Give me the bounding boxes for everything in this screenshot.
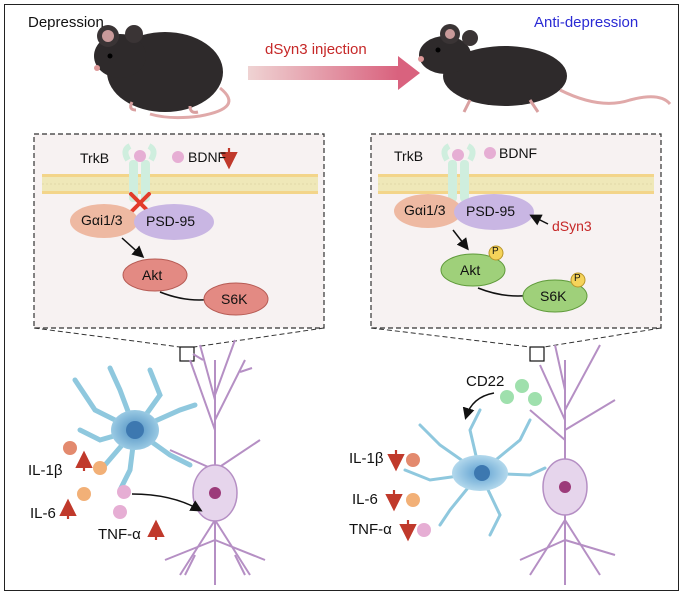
akt-label-right: Akt [460, 262, 481, 278]
psd95-protein-left [134, 204, 214, 240]
psd95-label-left: PSD-95 [146, 213, 196, 229]
tnf-dot-left-2 [113, 505, 127, 519]
il6-label-left: IL-6 [30, 505, 56, 522]
injection-label: dSyn3 injection [265, 41, 367, 58]
gai-label-left: Gαi1/3 [81, 212, 123, 228]
dsyn3-label: dSyn3 [552, 218, 592, 234]
gai-protein-right [394, 194, 462, 228]
depressed-mouse-illustration [94, 25, 231, 120]
bdnf-free-left [172, 151, 184, 163]
bdnf-bound-left [134, 150, 146, 162]
bdnf-label-right: BDNF [499, 145, 538, 161]
neuron-nucleus-right [559, 481, 571, 493]
tnf-dot-right [417, 523, 431, 537]
bdnf-label-left: BDNF [188, 149, 227, 165]
psd95-label-right: PSD-95 [466, 203, 516, 219]
neuron-right [519, 344, 616, 585]
zoom-box-left [179, 346, 195, 362]
active-mouse-illustration [418, 24, 672, 113]
gai-label-right: Gαi1/3 [404, 202, 446, 218]
gai-protein-left [70, 204, 138, 238]
tnf-label-right: TNF-α [349, 521, 392, 538]
cd22-arrow [462, 392, 495, 420]
cd22-dot-2 [515, 379, 529, 393]
anti-depression-label: Anti-depression [534, 14, 639, 31]
akt-label-left: Akt [142, 267, 163, 283]
akt-active [440, 253, 506, 287]
right-signaling-panel [370, 133, 662, 329]
bdnf-free-right [484, 147, 496, 159]
il6-dot-right [406, 493, 420, 507]
phospho-s6k [570, 272, 586, 288]
phospho-label-akt: P [492, 246, 499, 257]
change-arrows [59, 148, 417, 542]
s6k-label-right: S6K [540, 288, 567, 304]
phospho-label-s6k: P [574, 273, 581, 284]
il1b-label-left: IL-1β [28, 462, 63, 479]
s6k-inactive [203, 282, 269, 316]
depression-label: Depression [28, 14, 104, 31]
injection-arrow [248, 56, 420, 90]
bdnf-bound-right [452, 149, 464, 161]
il1b-dot-right [406, 453, 420, 467]
cd22-label: CD22 [466, 373, 505, 390]
blocked-x-icon [129, 192, 151, 214]
trkb-receptor-left [122, 143, 157, 202]
trkb-label-right: TrkB [394, 148, 424, 164]
figure-border [4, 4, 679, 591]
microglia-nucleus-right [474, 465, 490, 481]
zoom-lines-left [33, 327, 325, 348]
left-signaling-panel [33, 133, 325, 329]
il1b-label-right: IL-1β [349, 450, 384, 467]
neuron-nucleus-left [209, 487, 221, 499]
microglia-to-neuron-arrow [131, 493, 203, 512]
tnf-dot-left-1 [117, 485, 131, 499]
trkb-label-left: TrkB [80, 150, 110, 166]
akt-inactive [122, 258, 188, 292]
il1b-dot-left [63, 441, 77, 455]
microglia-nucleus-left [126, 421, 144, 439]
s6k-label-left: S6K [221, 291, 248, 307]
il6-dot-left-1 [93, 461, 107, 475]
s6k-active [522, 279, 588, 313]
zoom-lines-right [370, 327, 662, 348]
cd22-dot-1 [500, 390, 514, 404]
tnf-label-left: TNF-α [98, 526, 141, 543]
il6-dot-left-2 [77, 487, 91, 501]
psd95-protein-right [454, 194, 534, 230]
il6-label-right: IL-6 [352, 491, 378, 508]
cd22-dot-3 [528, 392, 542, 406]
trkb-receptor-right [441, 143, 476, 202]
phospho-akt [488, 245, 504, 261]
zoom-box-right [529, 346, 545, 362]
